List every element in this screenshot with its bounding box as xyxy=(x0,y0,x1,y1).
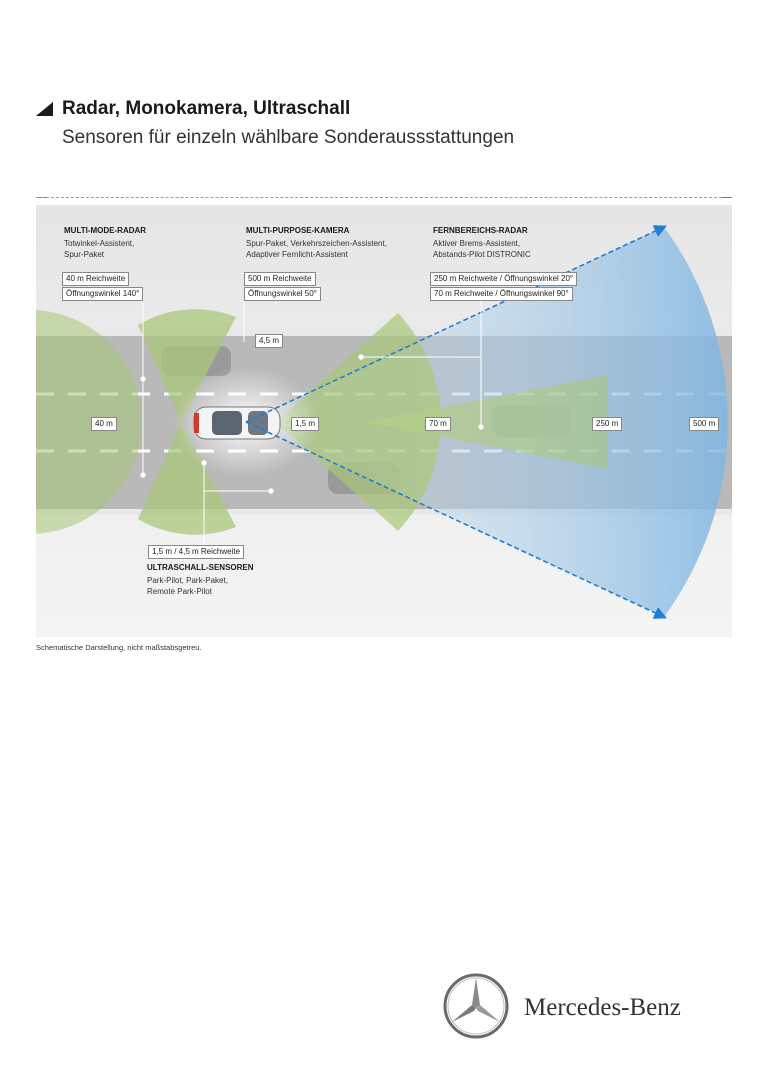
page-title: Radar, Monokamera, Ultraschall xyxy=(36,98,350,120)
mid-range-radar-zone xyxy=(276,313,441,531)
multi-mode-radar-zone xyxy=(36,310,142,534)
multi-mode-radar-line1: Totwinkel-Assistent, xyxy=(64,239,135,248)
leader-lines xyxy=(140,300,484,545)
multi-mode-radar-heading: MULTI-MODE-RADAR xyxy=(64,226,147,235)
distance-250m: 250 m xyxy=(592,417,623,431)
distance-4-5m: 4,5 m xyxy=(255,334,284,348)
long-range-radar-line1: Aktiver Brems-Assistent, xyxy=(433,239,521,248)
triangle-bullet-icon xyxy=(36,102,53,116)
multi-mode-radar-range: 40 m Reichweite xyxy=(62,272,130,286)
page-subtitle: Sensoren für einzeln wählbare Sonderauss… xyxy=(62,127,515,148)
mercedes-star-icon xyxy=(443,973,509,1039)
camera-label: MULTI-PURPOSE-KAMERA Spur-Paket, Verkehr… xyxy=(246,225,387,260)
title-text: Radar, Monokamera, Ultraschall xyxy=(62,98,351,119)
multi-mode-radar-zone-bottom xyxy=(138,422,236,535)
dashed-divider xyxy=(36,197,732,198)
distance-500m: 500 m xyxy=(689,417,720,431)
long-range-radar-range2: 70 m Reichweite / Öffnungswinkel 90° xyxy=(430,287,573,301)
sensor-diagram: MULTI-MODE-RADAR Totwinkel-Assistent, Sp… xyxy=(36,205,732,637)
ego-car xyxy=(193,406,281,440)
long-range-radar-label: FERNBEREICHS-RADAR Aktiver Brems-Assiste… xyxy=(433,225,531,260)
multi-mode-radar-zone-top xyxy=(138,309,236,422)
camera-angle: Öffnungswinkel 50° xyxy=(244,287,321,301)
brand-name: Mercedes-Benz xyxy=(524,994,681,1021)
distance-1-5m: 1,5 m xyxy=(291,417,320,431)
long-range-radar-range1: 250 m Reichweite / Öffnungswinkel 20° xyxy=(430,272,578,286)
long-range-radar-line2: Abstands-Pilot DISTRONIC xyxy=(433,250,531,259)
arrow-upper xyxy=(245,225,667,423)
divider-right xyxy=(722,197,732,198)
multi-mode-radar-label: MULTI-MODE-RADAR Totwinkel-Assistent, Sp… xyxy=(64,225,146,260)
multi-mode-radar-angle: Öffnungswinkel 140° xyxy=(62,287,144,301)
camera-line2: Adaptiver Fernlicht-Assistent xyxy=(246,250,348,259)
arrow-lower xyxy=(245,421,667,619)
long-range-radar-zone xyxy=(366,375,608,469)
multi-mode-radar-line2: Spur-Paket xyxy=(64,250,105,259)
ultrasonic-label: ULTRASCHALL-SENSOREN Park-Pilot, Park-Pa… xyxy=(147,562,254,597)
ultrasonic-line1: Park-Pilot, Park-Paket, xyxy=(147,576,228,585)
distance-40m: 40 m xyxy=(91,417,117,431)
diagram-graphics xyxy=(36,205,732,637)
camera-heading: MULTI-PURPOSE-KAMERA xyxy=(246,226,350,235)
long-range-radar-heading: FERNBEREICHS-RADAR xyxy=(433,226,528,235)
ultrasonic-range: 1,5 m / 4,5 m Reichweite xyxy=(148,545,245,559)
camera-line1: Spur-Paket, Verkehrszeichen-Assistent, xyxy=(246,239,387,248)
camera-range: 500 m Reichweite xyxy=(244,272,316,286)
ultrasonic-heading: ULTRASCHALL-SENSOREN xyxy=(147,563,254,572)
distance-70m: 70 m xyxy=(425,417,451,431)
ultrasonic-line2: Remote Park-Pilot xyxy=(147,587,212,596)
footnote: Schematische Darstellung, nicht maßstabs… xyxy=(36,643,202,652)
